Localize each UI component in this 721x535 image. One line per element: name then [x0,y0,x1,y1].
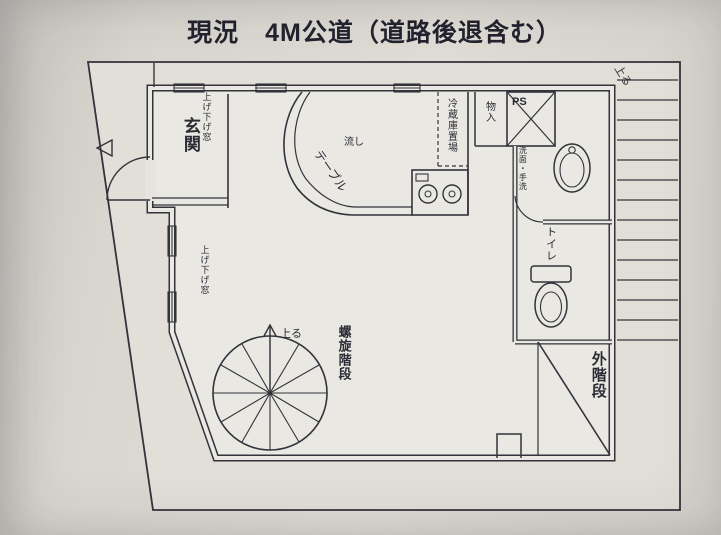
spiral-up-arrow [263,323,277,393]
exterior-stair-closet [537,341,611,456]
window [167,291,177,323]
entrance-door-arc [106,156,156,201]
refrigerator-area-divider [437,92,468,167]
burner [418,184,438,204]
toilet-door-arc [514,195,544,223]
plan-title: 現況 4M公道（道路後退含む） [187,19,562,47]
spiral-staircase-label: 螺旋階段 [336,325,352,381]
washbasin [553,143,591,193]
spiral-up-label: 上る [280,328,302,340]
window [255,83,287,93]
entrance-label: 玄関 [180,117,200,153]
partition-walls [512,146,612,345]
windows [167,83,421,323]
window [167,225,177,257]
exterior-stair-treads [617,79,678,341]
sash-window-label-entrance: 上げ下げ窓 [201,92,212,142]
door-opening [145,160,156,201]
genkan-step [152,94,229,208]
spiral-staircase [212,323,328,451]
pipe-space-box [506,91,556,147]
outside-staircase-label: 外階段 [589,351,607,399]
storage-label: 物入 [483,101,495,123]
burner [442,184,462,204]
door-direction-marker [95,138,113,158]
storage-partition [474,92,507,147]
sash-window-label-side: 上げ下げ窓 [199,245,210,295]
bottom-wall-notch [496,433,522,458]
toilet-bowl [534,282,568,328]
toilet-tank [530,265,572,283]
pipe-space-label: PS [512,96,527,108]
window [173,83,205,93]
toilet-label: トイレ [544,226,557,262]
window [393,83,421,93]
toilet-fixture [530,265,572,328]
building-walls [146,63,616,462]
washstand-label: 洗面・手洗 [518,146,528,191]
refrigerator-label: 冷蔵庫置場 [445,98,457,153]
sink-label: 流し [344,137,364,148]
stove [411,169,469,216]
